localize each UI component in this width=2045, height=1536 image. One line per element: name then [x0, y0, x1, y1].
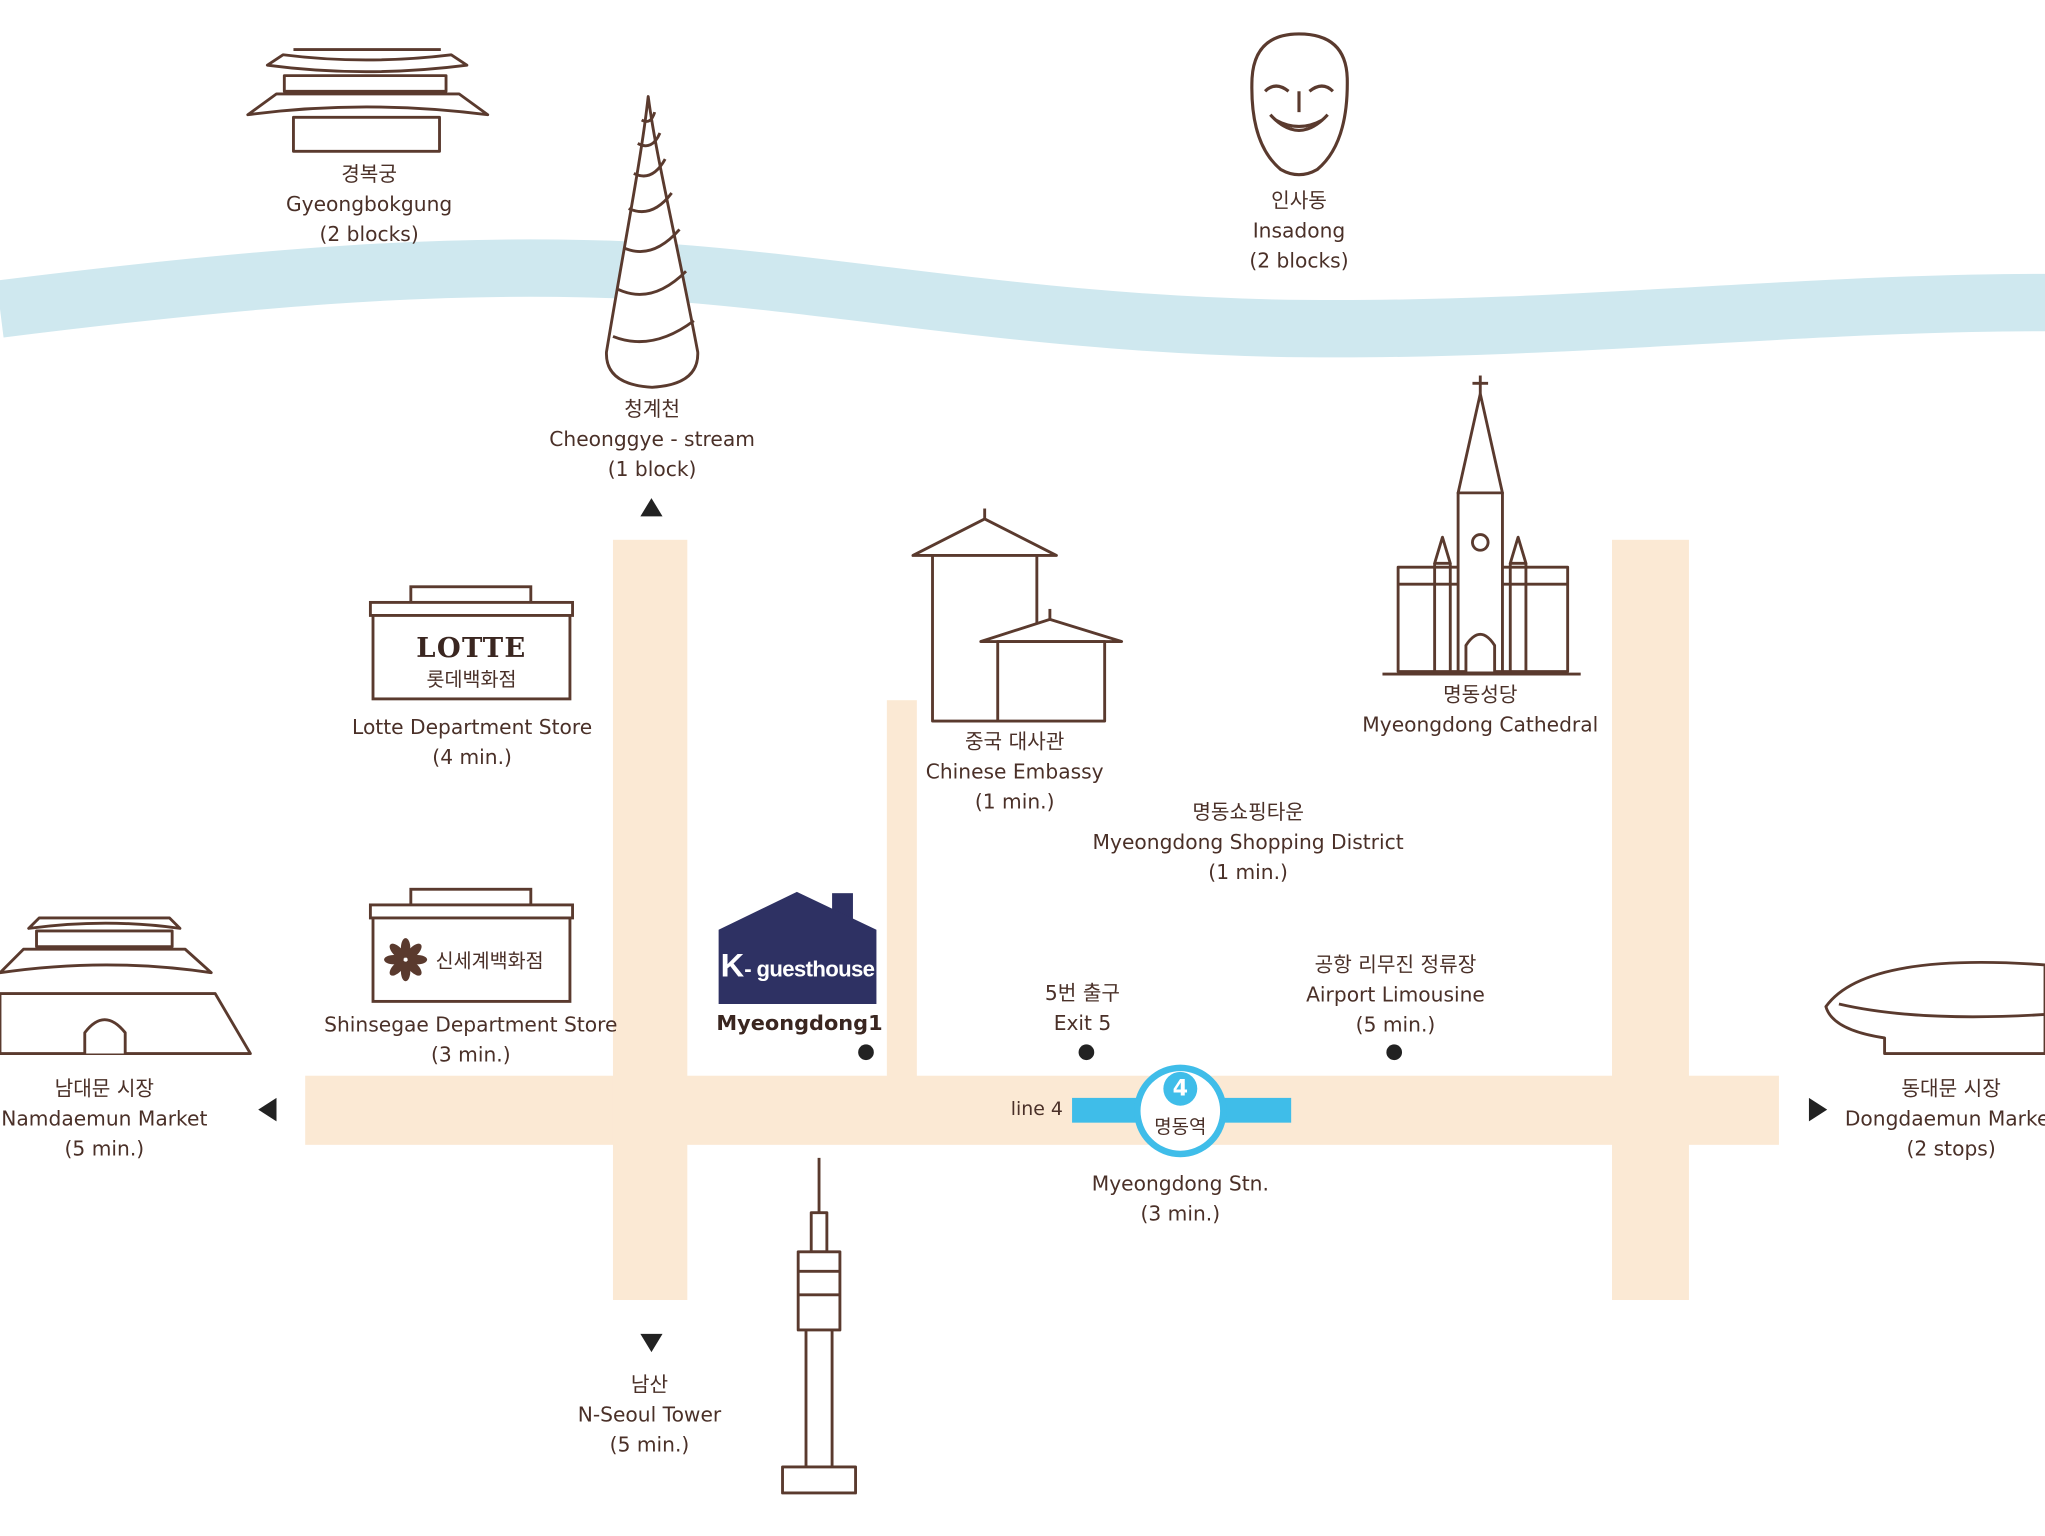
cheonggye-stream	[0, 239, 2045, 358]
arrow-down-icon	[640, 1333, 663, 1353]
station-name-ko: 명동역	[1154, 1117, 1207, 1139]
cathedral-icon	[1382, 375, 1581, 676]
label-embassy: 중국 대사관 Chinese Embassy (1 min.)	[925, 730, 1104, 814]
road-main-horizontal	[305, 1075, 1779, 1145]
location-dots	[858, 1044, 1403, 1061]
store-icon-shinsegae	[368, 887, 574, 1003]
label-lotte: Lotte Department Store (4 min.)	[352, 715, 593, 770]
label-insadong: 인사동 Insadong (2 blocks)	[1249, 189, 1349, 273]
line-number: 4	[1172, 1075, 1189, 1102]
dongdaemun-icon	[1824, 960, 2045, 1055]
road-left-vertical	[612, 539, 688, 1300]
arrow-up-icon	[640, 498, 663, 517]
lotte-sign-ko: 롯데백화점	[426, 667, 517, 692]
label-station: Myeongdong Stn. (3 min.)	[1091, 1172, 1269, 1226]
guesthouse-dot	[858, 1044, 874, 1061]
guesthouse-logo-text: - guesthouse	[744, 957, 875, 982]
mask-icon	[1250, 32, 1349, 177]
guesthouse-logo-k: K	[720, 947, 745, 985]
gate-icon	[0, 916, 252, 1055]
label-exit5: 5번 출구 Exit 5	[1044, 981, 1121, 1036]
embassy-icon	[911, 508, 1124, 723]
house-icon	[718, 891, 877, 1005]
shinsegae-flower-icon	[384, 938, 428, 982]
label-limousine: 공항 리무진 정류장 Airport Limousine (5 min.)	[1306, 953, 1485, 1037]
limousine-dot	[1386, 1044, 1403, 1061]
road-small-vertical	[886, 700, 917, 1080]
direction-arrows	[258, 498, 1828, 1353]
label-shinsegae: Shinsegae Department Store (3 min.)	[324, 1013, 618, 1067]
store-icon-lotte	[368, 585, 574, 701]
label-namdaemun: 남대문 시장 Namdaemun Market (5 min.)	[1, 1077, 208, 1161]
lotte-sign: LOTTE	[416, 631, 527, 664]
label-shopping: 명동쇼핑타운 Myeongdong Shopping District (1 m…	[1092, 800, 1404, 885]
roads	[305, 539, 1779, 1300]
palace-icon	[246, 48, 490, 153]
label-gyeongbokgung: 경복궁 Gyeongbokgung (2 blocks)	[285, 162, 453, 247]
spiral-tower-icon	[605, 95, 700, 389]
label-dongdaemun: 동대문 시장 Dongdaemun Market (2 stops)	[1844, 1077, 2045, 1161]
guesthouse-logo: K- guesthouse	[719, 948, 877, 986]
shinsegae-sign: 신세계백화점	[435, 949, 544, 973]
line-label: line 4	[1010, 1099, 1063, 1121]
label-cheonggyecheon: 청계천 Cheonggye - stream (1 block)	[549, 397, 755, 482]
arrow-left-icon	[258, 1097, 277, 1122]
station-circle	[1134, 1064, 1227, 1158]
exit5-dot	[1078, 1044, 1095, 1061]
label-guesthouse: Myeongdong1	[716, 1010, 883, 1036]
label-namsan: 남산 N-Seoul Tower (5 min.)	[577, 1373, 722, 1457]
label-cathedral: 명동성당 Myeongdong Cathedral	[1362, 683, 1599, 737]
road-right-vertical	[1612, 539, 1689, 1300]
arrow-right-icon	[1808, 1097, 1828, 1122]
line-number-badge	[1163, 1071, 1198, 1106]
tower-icon	[781, 1157, 857, 1495]
